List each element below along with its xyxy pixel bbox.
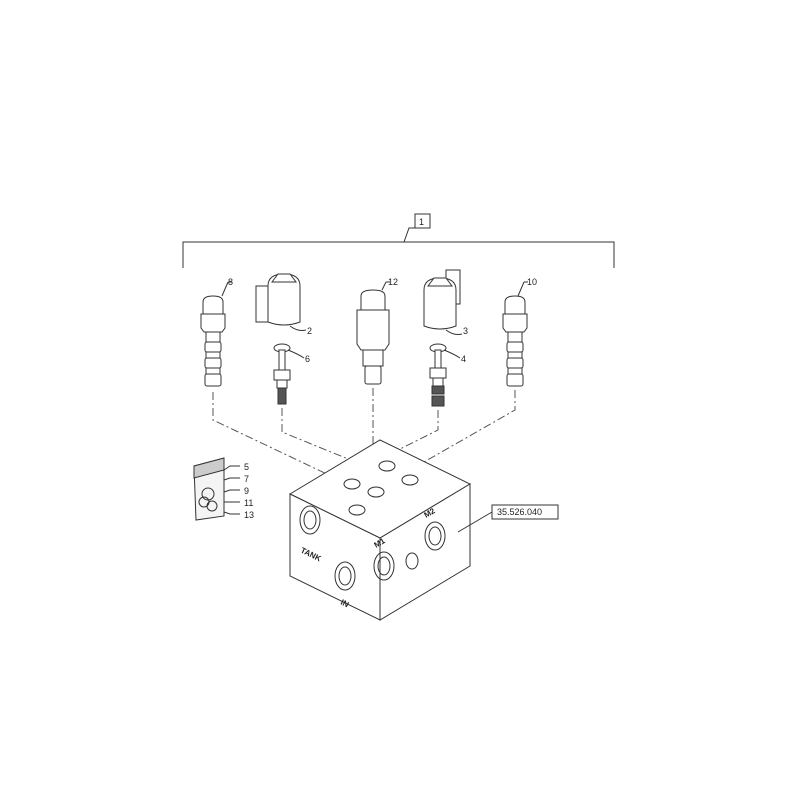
callout-5: 5 bbox=[244, 462, 249, 472]
callout-4: 4 bbox=[461, 354, 466, 364]
callout-10: 10 bbox=[527, 277, 537, 287]
assembly-bracket bbox=[182, 213, 615, 268]
callout-9: 9 bbox=[244, 486, 249, 496]
solenoid-valve-stem-4 bbox=[429, 343, 461, 407]
relief-valve-12 bbox=[356, 281, 390, 385]
callout-6: 6 bbox=[305, 354, 310, 364]
callout-12: 12 bbox=[388, 277, 398, 287]
callout-1: 1 bbox=[419, 217, 424, 227]
cartridge-valve-8 bbox=[200, 281, 232, 387]
callout-11: 11 bbox=[244, 498, 253, 508]
callout-2: 2 bbox=[307, 326, 312, 336]
callout-8: 8 bbox=[228, 277, 233, 287]
assembly-lines bbox=[212, 388, 516, 490]
solenoid-coil-3 bbox=[423, 269, 463, 335]
solenoid-coil-2 bbox=[255, 273, 307, 331]
cartridge-valve-10 bbox=[502, 281, 528, 387]
callout-7: 7 bbox=[244, 474, 249, 484]
seal-kit-bag bbox=[193, 457, 240, 521]
port-label-in: IN bbox=[339, 598, 350, 610]
solenoid-valve-stem-6 bbox=[273, 343, 305, 405]
valve-block bbox=[288, 439, 559, 621]
reference-callout: 35.526.040 bbox=[497, 507, 542, 517]
callout-3: 3 bbox=[463, 326, 468, 336]
callout-13: 13 bbox=[244, 510, 254, 520]
